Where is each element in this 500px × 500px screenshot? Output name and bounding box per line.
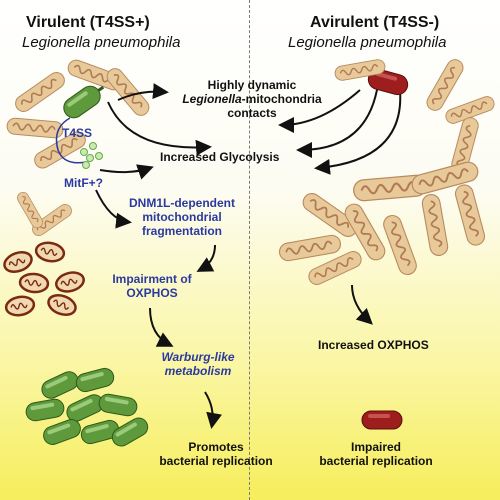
mitf-arrow	[95, 189, 132, 229]
impaired-line-2: bacterial replication	[319, 454, 433, 468]
effector-dots	[80, 142, 103, 169]
contacts-arrow-right	[296, 83, 379, 158]
t4ss-label: T4SS	[62, 126, 93, 140]
fragmentation-line-1: DNM1L-dependent	[129, 196, 235, 210]
contacts-arrow-left	[107, 101, 212, 156]
t4ss-bracket	[55, 117, 87, 164]
glycolysis-arrow-left	[99, 164, 154, 180]
warburg-line-2: metabolism	[164, 364, 232, 378]
contacts-line-3: contacts	[227, 106, 277, 120]
promotes-label: Promotes bacterial replication	[146, 440, 286, 468]
contacts-label: Highly dynamic Legionella-mitochondria c…	[172, 78, 332, 120]
contacts-arrow-right-top	[278, 89, 361, 133]
fragmentation-label: DNM1L-dependent mitochondrial fragmentat…	[122, 196, 242, 238]
impaired-line-1: Impaired	[350, 440, 401, 454]
right-title: Avirulent (T4SS-)	[310, 14, 440, 31]
virulent-bacterium	[63, 85, 105, 119]
left-mid-mitochondria	[14, 189, 75, 239]
impaired-label: Impaired bacterial replication	[306, 440, 446, 468]
promotes-line-1: Promotes	[188, 440, 244, 454]
contacts-mitochondria: -mitochondria	[241, 92, 322, 106]
fragmented-mitochondria	[0, 239, 88, 320]
warburg-line-1: Warburg-like	[161, 350, 235, 364]
contacts-line-1: Highly dynamic	[207, 78, 297, 92]
warburg-to-promotes-arrow	[204, 391, 222, 429]
right-mitochondria-network	[277, 159, 488, 288]
left-title: Virulent (T4SS+)	[26, 14, 150, 31]
bacteria-cluster	[24, 365, 152, 450]
promotes-line-2: bacterial replication	[159, 454, 273, 468]
oxphos-to-warburg-arrow	[149, 307, 174, 347]
glycolysis-arrow-right	[314, 89, 402, 175]
contacts-line-2: Legionella-mitochondria	[172, 92, 332, 106]
impairment-line-1: Impairment of	[112, 272, 192, 286]
impairment-line-2: OXPHOS	[126, 286, 178, 300]
right-mitochondria-top	[333, 55, 497, 175]
right-subtitle: Legionella pneumophila	[288, 34, 447, 51]
fragmentation-line-2: mitochondrial	[142, 210, 222, 224]
warburg-label: Warburg-like metabolism	[138, 350, 258, 378]
contacts-legionella: Legionella	[182, 92, 242, 106]
panel-divider	[249, 0, 250, 500]
contacts-arrow-left-top	[117, 83, 169, 101]
glycolysis-label: Increased Glycolysis	[160, 150, 280, 164]
fragmentation-line-3: fragmentation	[141, 224, 222, 238]
impairment-label: Impairment of OXPHOS	[92, 272, 212, 300]
right-oxphos-arrow	[351, 284, 373, 325]
impaired-bacterium	[361, 410, 403, 430]
avirulent-bacterium	[367, 68, 409, 96]
mitf-label: MitF+?	[64, 176, 103, 190]
increased-oxphos-label: Increased OXPHOS	[318, 338, 429, 352]
left-subtitle: Legionella pneumophila	[22, 34, 181, 51]
frag-to-oxphos-arrow	[196, 244, 216, 272]
